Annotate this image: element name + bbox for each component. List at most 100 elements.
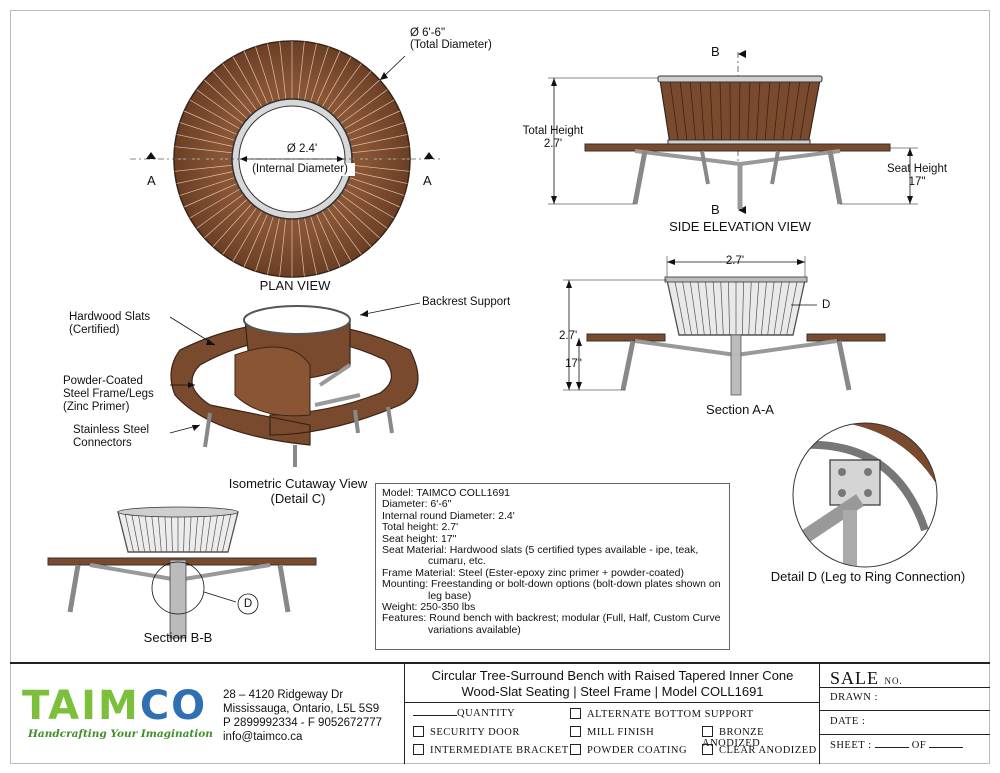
slat-line — [222, 207, 258, 255]
slat-line — [321, 56, 352, 108]
slat-line — [150, 511, 157, 553]
spec-seat-material: Seat Material: Hardwood slats (5 certifi… — [382, 544, 699, 557]
slat-line — [351, 146, 410, 154]
slat-line — [773, 79, 781, 145]
slat-line — [189, 188, 241, 219]
slat-line — [755, 79, 761, 145]
slat-line — [222, 63, 258, 111]
frame-label-1: Powder-Coated — [63, 375, 143, 387]
slat-line — [212, 203, 253, 247]
slat-line — [331, 71, 372, 115]
slat-line — [781, 79, 791, 145]
bronze-anodized-option[interactable]: BRONZE ANODIZED — [702, 726, 764, 749]
intermediate-bracket-checkbox[interactable] — [413, 744, 424, 755]
slat-line — [144, 511, 151, 553]
slat-line — [697, 279, 705, 336]
slat-line — [704, 279, 712, 336]
security-door-checkbox[interactable] — [413, 726, 424, 737]
slat-line — [216, 511, 226, 553]
slat-line — [205, 511, 212, 553]
email: info@taimco.ca — [223, 731, 303, 743]
slat-line — [179, 122, 236, 141]
slat-line — [157, 511, 162, 553]
slat-line — [326, 207, 362, 255]
slat-line — [669, 79, 680, 145]
clear-anodized-option[interactable]: CLEAR ANODIZED — [702, 744, 817, 756]
powder-coating-checkbox[interactable] — [570, 744, 581, 755]
spec-features: Features: Round bench with backrest; mod… — [382, 612, 721, 625]
detail-d-drawing — [792, 422, 938, 568]
slat-line — [310, 46, 329, 103]
slat-line — [164, 511, 168, 553]
slat-line — [709, 79, 714, 145]
seat-height-label: Seat Height — [886, 163, 948, 175]
frame-label-3: (Zinc Primer) — [63, 401, 130, 413]
slat-line — [179, 177, 236, 196]
section-bb-drawing — [47, 506, 317, 639]
drawing-title-cell: Circular Tree-Surround Bench with Raised… — [405, 664, 820, 764]
slat-line — [674, 279, 686, 336]
intermediate-bracket-option[interactable]: INTERMEDIATE BRACKET — [413, 744, 569, 756]
slat-line — [779, 279, 791, 336]
clear-anodized-checkbox[interactable] — [702, 744, 713, 755]
drawing-title-line-1: Circular Tree-Surround Bench with Raised… — [431, 668, 794, 683]
section-bb-caption: Section B-B — [143, 630, 213, 645]
isometric-caption-1: Isometric Cutaway View — [228, 476, 368, 491]
slat-line — [336, 198, 380, 239]
mill-finish-checkbox[interactable] — [570, 726, 581, 737]
backrest-support-label: Backrest Support — [422, 296, 511, 308]
date-field[interactable]: DATE : — [830, 716, 866, 727]
slat-line — [346, 110, 400, 135]
bronze-anodized-checkbox[interactable] — [702, 726, 713, 737]
spec-features-cont: variations available) — [428, 623, 521, 636]
drawn-field[interactable]: DRAWN : — [830, 692, 878, 703]
section-aa-seat-left — [586, 333, 666, 342]
slat-line — [346, 183, 400, 208]
slat-line — [340, 193, 388, 229]
spec-seat-height: Seat height: 17" — [382, 532, 457, 545]
quantity-field[interactable]: QUANTITY — [413, 708, 515, 719]
alternate-bottom-option[interactable]: ALTERNATE BOTTOM SUPPORT — [570, 708, 754, 720]
slat-line — [304, 217, 317, 275]
slat-line — [176, 171, 234, 184]
hardwood-slats-label: Hardwood Slats — [69, 311, 151, 323]
slat-line — [297, 218, 305, 277]
slat-line — [666, 279, 680, 336]
slat-line — [720, 279, 724, 336]
alternate-bottom-checkbox[interactable] — [570, 708, 581, 719]
spec-height: Total height: 2.7' — [382, 521, 459, 534]
slat-line — [196, 193, 244, 229]
security-door-option[interactable]: SECURITY DOOR — [413, 726, 520, 738]
slat-line — [227, 511, 239, 553]
spec-mounting-cont: leg base) — [428, 589, 472, 602]
powder-coating-option[interactable]: POWDER COATING — [570, 744, 687, 756]
slat-line — [679, 79, 688, 145]
slat-line — [738, 79, 741, 145]
section-b-top-label: B — [711, 44, 720, 59]
section-a-right-arrow — [424, 152, 434, 159]
frame-label-2: Steel Frame/Legs — [63, 388, 154, 400]
total-diameter-value: Ø 6'-6" — [410, 27, 446, 39]
slat-line — [297, 41, 305, 100]
slat-line — [792, 279, 806, 336]
section-a-left-arrow — [146, 152, 156, 159]
plan-view-drawing — [130, 40, 440, 278]
slat-line — [316, 213, 341, 267]
side-elevation-drawing — [548, 50, 918, 214]
slat-line — [343, 99, 395, 130]
slat-line — [279, 218, 287, 277]
detail-d-callout-circle — [151, 561, 205, 615]
slat-line — [304, 43, 317, 101]
section-aa-center-post — [730, 334, 742, 396]
slat-line — [719, 79, 723, 145]
elevation-frame-left — [634, 149, 741, 166]
slat-line — [316, 51, 341, 105]
drawing-border — [10, 10, 990, 764]
slat-line — [786, 279, 798, 336]
sheet-field[interactable]: SHEET : OF — [830, 740, 964, 751]
mill-finish-option[interactable]: MILL FINISH — [570, 726, 654, 738]
section-aa-height-value: 2.7' — [559, 330, 578, 342]
spec-seat-material-cont: cumaru, etc. — [428, 555, 486, 568]
slat-line — [137, 511, 146, 553]
slat-line — [699, 79, 705, 145]
